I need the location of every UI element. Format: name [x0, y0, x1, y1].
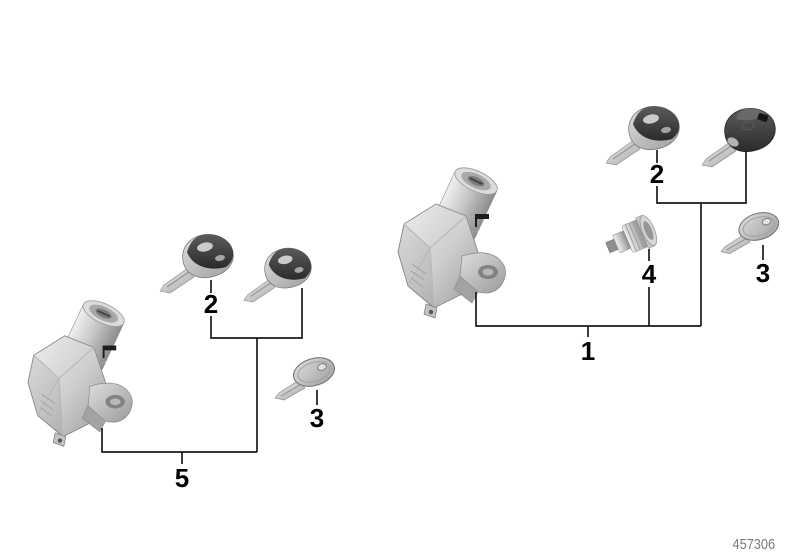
lock-cylinder-assembly-right [397, 161, 507, 319]
callout-2-right[interactable]: 2 [649, 159, 665, 189]
key-blank-left [274, 352, 339, 401]
callout-2-left[interactable]: 2 [203, 289, 219, 319]
remote-key-coded-right [701, 107, 776, 168]
callout-5[interactable]: 5 [174, 463, 190, 493]
lock-barrel [600, 212, 661, 264]
lock-cylinder-assembly-left [26, 294, 134, 448]
key-blank-right [720, 207, 783, 255]
remote-key-right [605, 105, 680, 166]
remote-key-left-b [243, 247, 312, 303]
callout-3-right[interactable]: 3 [755, 258, 771, 288]
callout-3-left[interactable]: 3 [309, 403, 325, 433]
callout-4[interactable]: 4 [641, 259, 657, 289]
remote-key-left-a [159, 233, 234, 294]
leader-lines [101, 150, 764, 464]
diagram-part-number: 457306 [732, 536, 775, 553]
callout-1[interactable]: 1 [580, 336, 596, 366]
